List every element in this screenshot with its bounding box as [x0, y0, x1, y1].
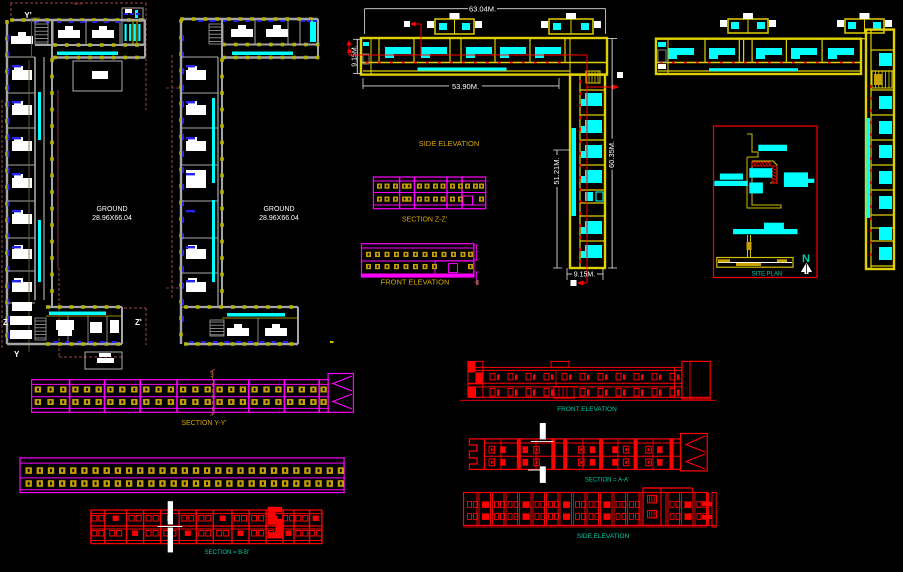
- svg-text:Y: Y: [14, 350, 20, 359]
- svg-text:FRONT ELEVATION: FRONT ELEVATION: [557, 406, 617, 413]
- svg-text:GROUND: GROUND: [96, 206, 127, 213]
- svg-text:51.21M.: 51.21M.: [552, 157, 561, 184]
- svg-text:Z': Z': [135, 318, 142, 327]
- svg-text:53.90M.: 53.90M.: [452, 82, 479, 91]
- svg-text:SECTION = B-B': SECTION = B-B': [205, 550, 250, 556]
- svg-text:3: 3: [210, 373, 214, 379]
- svg-text:SIDE ELEVATION: SIDE ELEVATION: [577, 533, 630, 540]
- svg-text:28.96X66.04: 28.96X66.04: [259, 215, 299, 222]
- svg-text:60.35M.: 60.35M.: [607, 141, 616, 168]
- svg-text:Z: Z: [3, 318, 8, 327]
- svg-text:GROUND: GROUND: [263, 206, 294, 213]
- svg-text:9.15M.: 9.15M.: [352, 45, 359, 66]
- svg-text:SIDE ELEVATION: SIDE ELEVATION: [419, 139, 480, 148]
- svg-text:SECTION Y-Y': SECTION Y-Y': [181, 420, 226, 427]
- svg-text:28.96X66.04: 28.96X66.04: [92, 215, 132, 222]
- svg-text:SECTION Z-Z': SECTION Z-Z': [402, 217, 447, 224]
- svg-text:9.15M.: 9.15M.: [574, 272, 595, 279]
- svg-text:63.04M.: 63.04M.: [469, 5, 496, 14]
- svg-text:SITE PLAN: SITE PLAN: [752, 272, 783, 278]
- svg-text:FRONT ELEVATION: FRONT ELEVATION: [381, 278, 450, 287]
- svg-text:Y': Y': [24, 11, 31, 20]
- svg-text:66.04: 66.04: [74, 2, 83, 6]
- svg-text:SECTION = A-A': SECTION = A-A': [585, 478, 629, 484]
- svg-text:N: N: [802, 253, 810, 265]
